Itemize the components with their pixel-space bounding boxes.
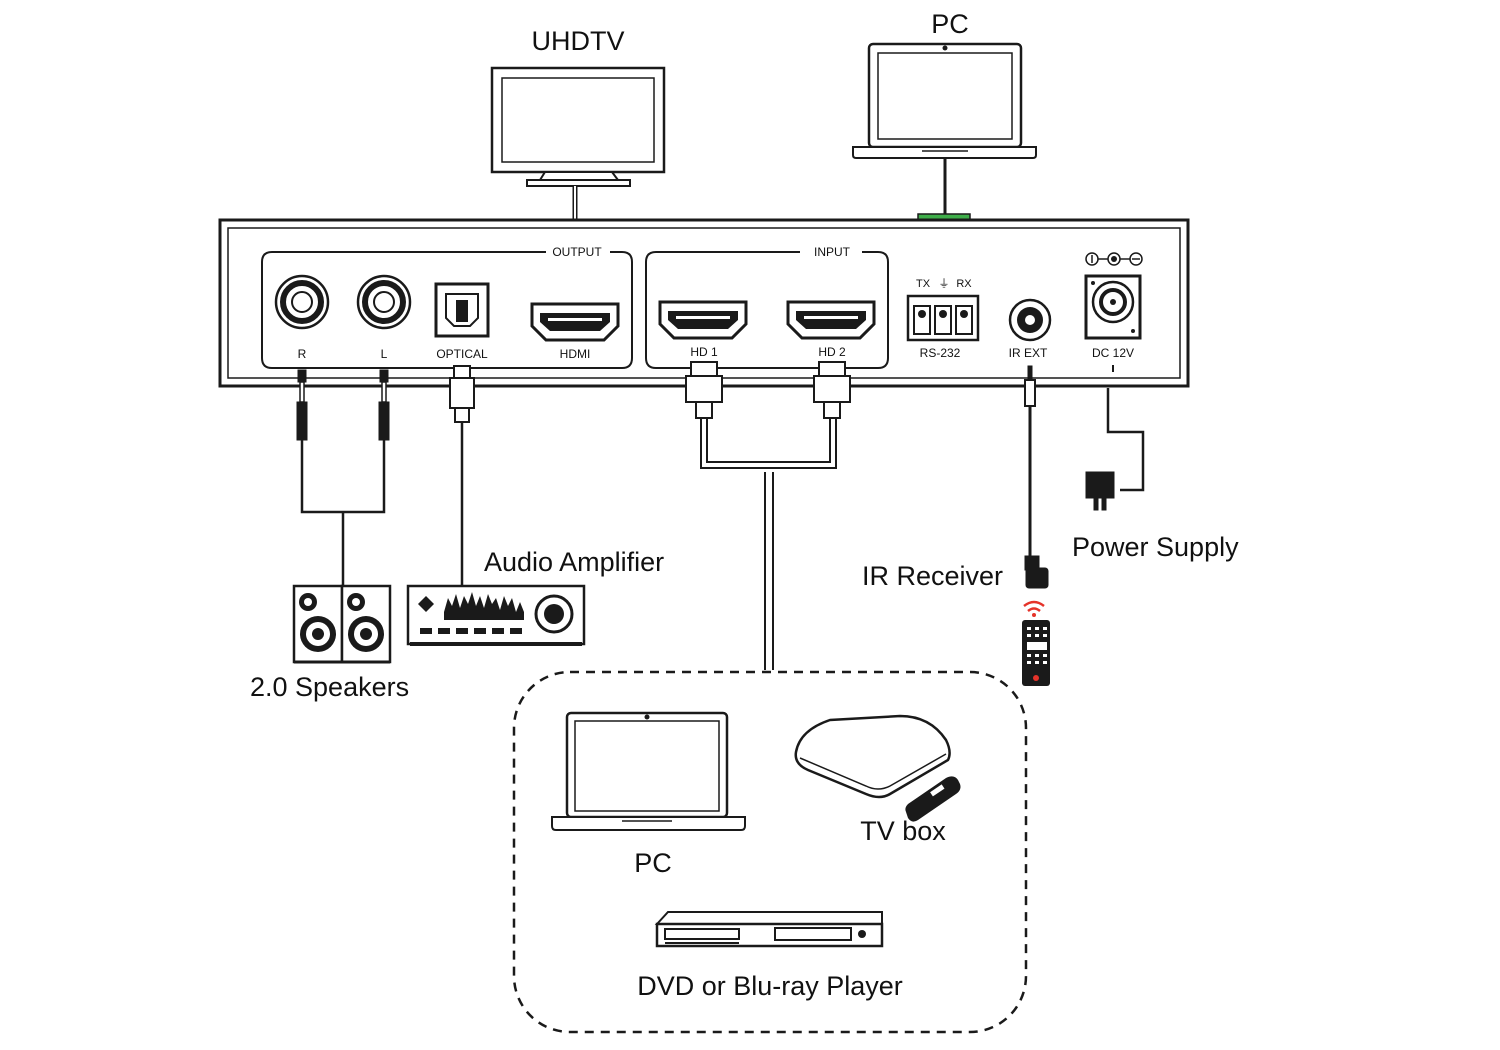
dvd-player-label: DVD or Blu-ray Player <box>637 971 903 1001</box>
rca-r-port <box>274 274 330 330</box>
rs232-rx-label: RX <box>956 278 972 290</box>
port-dc-label: DC 12V <box>1092 346 1134 360</box>
hdmi-in-2-port <box>786 300 876 340</box>
rca-cables <box>296 369 390 588</box>
ir-cable <box>1024 365 1049 589</box>
pc-top-laptop <box>852 42 1037 159</box>
optical-cable <box>449 365 475 588</box>
audio-amplifier-label: Audio Amplifier <box>484 547 664 577</box>
uhdtv-device <box>490 66 666 187</box>
remote-control <box>1022 620 1050 686</box>
output-group-label: OUTPUT <box>552 245 602 259</box>
port-optical-label: OPTICAL <box>436 347 488 361</box>
rs232-port <box>906 294 980 342</box>
port-hd1-label: HD 1 <box>690 345 718 359</box>
tv-box-label: TV box <box>860 816 946 846</box>
output-group-frame <box>261 251 633 369</box>
port-hd2-label: HD 2 <box>818 345 846 359</box>
dvd-player-icon <box>654 911 884 948</box>
rca-l-port <box>356 274 412 330</box>
optical-port <box>434 282 490 338</box>
speakers-icon <box>292 584 392 664</box>
port-ir-ext-label: IR EXT <box>1009 346 1048 360</box>
tv-box-icon <box>794 714 961 822</box>
port-hdmi-label: HDMI <box>560 347 591 361</box>
input-group-label: INPUT <box>814 245 851 259</box>
hdmi-in-1-port <box>658 300 748 340</box>
rs232-gnd-label: ⏚ <box>939 277 950 290</box>
input-group-frame <box>645 251 889 369</box>
pc-source-laptop <box>551 711 746 831</box>
power-supply-label: Power Supply <box>1072 532 1239 562</box>
pc-top-label: PC <box>931 9 969 39</box>
remote-signal-icon <box>1023 600 1045 617</box>
uhdtv-label: UHDTV <box>532 26 625 56</box>
hdmi-out-port <box>530 302 620 342</box>
port-l-label: L <box>381 347 388 361</box>
port-rs232-label: RS-232 <box>920 346 961 360</box>
port-r-label: R <box>298 347 307 361</box>
rs232-tx-label: TX <box>916 278 931 290</box>
ir-receiver-label: IR Receiver <box>862 561 1003 591</box>
power-cable <box>1085 365 1145 511</box>
source-devices-group <box>512 670 1028 1034</box>
speakers-label: 2.0 Speakers <box>250 672 409 702</box>
hdmi-input-cables <box>685 361 851 670</box>
audio-amplifier-icon <box>406 584 586 646</box>
ir-ext-port <box>1008 298 1052 342</box>
dc-power-port <box>1084 252 1143 340</box>
pc-source-label: PC <box>634 848 672 878</box>
